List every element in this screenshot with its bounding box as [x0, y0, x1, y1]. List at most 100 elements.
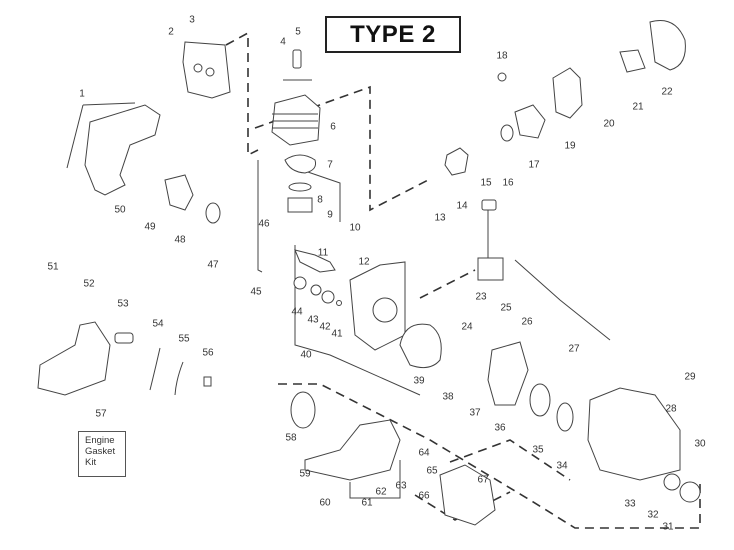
part-6-cylinder	[271, 94, 321, 146]
part-19-carb-plate	[552, 67, 583, 119]
part-39-flywheel	[399, 323, 442, 369]
part-54-fuel-line	[149, 347, 161, 391]
callout-44: 44	[291, 306, 303, 318]
callout-43: 43	[307, 314, 319, 326]
callout-17: 17	[528, 159, 540, 171]
callout-2: 2	[168, 26, 174, 38]
callout-36: 36	[494, 422, 506, 434]
part-26-wire	[514, 259, 611, 341]
callout-26: 26	[521, 316, 533, 328]
part-33-engine-housing	[587, 387, 681, 481]
callout-15: 15	[480, 177, 492, 189]
part-14-intake-adapter	[444, 147, 469, 176]
callout-40: 40	[300, 349, 312, 361]
callout-62: 62	[375, 486, 387, 498]
part-55-fuel-line	[174, 361, 184, 396]
callout-33: 33	[624, 498, 636, 510]
callout-52: 52	[83, 278, 95, 290]
callout-53: 53	[117, 298, 129, 310]
kit-line-engine: Engine	[85, 435, 115, 446]
part-22-air-filter-cover	[649, 20, 686, 71]
kit-line-gasket: Gasket	[85, 446, 116, 457]
callout-22: 22	[661, 86, 673, 98]
part-3-muffler	[182, 41, 231, 99]
callout-32: 32	[647, 509, 659, 521]
part-17-carburetor	[514, 104, 546, 139]
callout-30: 30	[694, 438, 706, 450]
kit-line-kit: Kit	[85, 457, 97, 468]
callout-7: 7	[327, 159, 333, 171]
callout-28: 28	[665, 403, 677, 415]
part-35-starter-pulley	[529, 383, 551, 417]
bracket-lines	[257, 160, 421, 499]
callout-54: 54	[152, 318, 164, 330]
callout-23: 23	[475, 291, 487, 303]
callout-42: 42	[319, 321, 331, 333]
callout-5: 5	[295, 26, 301, 38]
engine-gasket-kit-box: Engine Gasket Kit	[78, 431, 126, 477]
callout-27: 27	[568, 343, 580, 355]
type-2-title: TYPE 2	[325, 16, 461, 53]
callout-35: 35	[532, 444, 544, 456]
crank-bearings	[293, 276, 342, 306]
part-56-grommet	[203, 376, 212, 387]
part-36-fan-housing	[487, 341, 529, 406]
callout-18: 18	[496, 50, 508, 62]
part-47-o-ring	[205, 202, 221, 224]
callout-41: 41	[331, 328, 343, 340]
callout-65: 65	[426, 465, 438, 477]
part-10-piston-kit	[287, 182, 313, 213]
part-18-primer-bulb	[497, 72, 507, 82]
part-32-washer	[663, 473, 681, 491]
callout-11: 11	[317, 247, 329, 259]
part-59-debris-guard	[304, 419, 401, 481]
part-16-gasket	[500, 124, 514, 142]
callout-20: 20	[603, 118, 615, 130]
kit-box-number: 57	[95, 408, 107, 420]
part-21-air-filter	[619, 49, 646, 73]
callout-24: 24	[461, 321, 473, 333]
part-67-gearbox-cover	[439, 464, 496, 526]
part-7-cylinder-gasket	[284, 154, 316, 174]
callout-14: 14	[456, 200, 468, 212]
callout-6: 6	[330, 121, 336, 133]
callout-3: 3	[189, 14, 195, 26]
part-31-clutch-hub	[679, 481, 701, 503]
part-23-ignition-coil	[477, 199, 504, 281]
callout-29: 29	[684, 371, 696, 383]
callout-37: 37	[469, 407, 481, 419]
callout-61: 61	[361, 497, 373, 509]
part-11-crankshaft	[294, 249, 336, 273]
callout-48: 48	[174, 234, 186, 246]
part-52-fuel-tank	[37, 321, 111, 396]
callout-45: 45	[250, 286, 262, 298]
callout-39: 39	[413, 375, 425, 387]
callout-55: 55	[178, 333, 190, 345]
callout-38: 38	[442, 391, 454, 403]
callout-16: 16	[502, 177, 514, 189]
callout-1: 1	[79, 88, 85, 100]
callout-58: 58	[285, 432, 297, 444]
part-58-clutch-drum	[290, 391, 316, 429]
part-50-cylinder-shroud	[66, 102, 161, 196]
callout-10: 10	[349, 222, 361, 234]
callout-50: 50	[114, 204, 126, 216]
callout-47: 47	[207, 259, 219, 271]
part-5-spark-plug	[283, 49, 312, 81]
callout-9: 9	[327, 209, 333, 221]
callout-13: 13	[434, 212, 446, 224]
part-48-air-box	[164, 174, 194, 211]
callout-51: 51	[47, 261, 59, 273]
callout-46: 46	[258, 218, 270, 230]
callout-56: 56	[202, 347, 214, 359]
callout-66: 66	[418, 490, 430, 502]
callout-8: 8	[317, 194, 323, 206]
callout-64: 64	[418, 447, 430, 459]
callout-59: 59	[299, 468, 311, 480]
part-53-fuel-cap	[114, 332, 134, 344]
part-12-crankcase	[349, 261, 406, 351]
callout-67: 67	[477, 474, 489, 486]
callout-21: 21	[632, 101, 644, 113]
callout-19: 19	[564, 140, 576, 152]
